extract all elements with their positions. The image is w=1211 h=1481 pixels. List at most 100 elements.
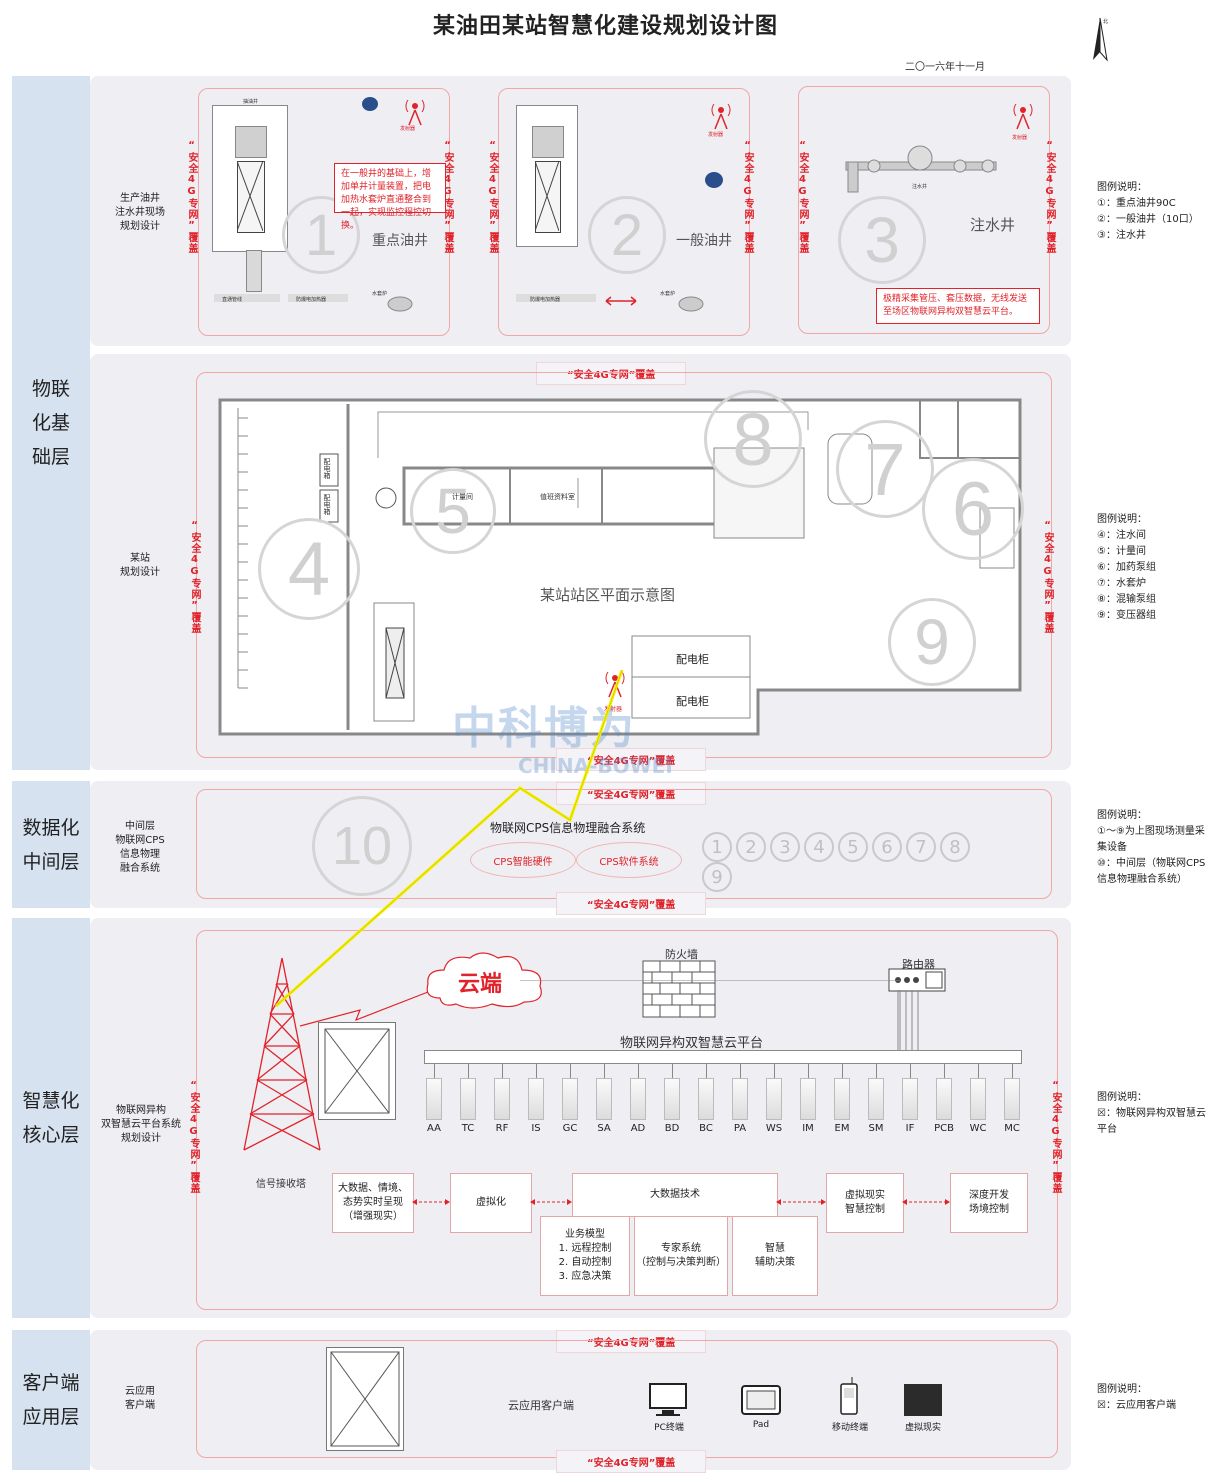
pipe-bar	[214, 294, 280, 302]
heater-bar	[288, 294, 348, 302]
flow-virtual: 虚拟化	[450, 1173, 532, 1233]
cloud-label: 云端	[458, 972, 503, 997]
cabinet-2: 配电柜	[676, 695, 709, 708]
transmitter-icon	[605, 671, 625, 698]
injection-well-label: 注水井	[912, 184, 928, 190]
tower-label: 信号接收塔	[256, 1179, 306, 1190]
well-1-note: 在一般井的基础上，增加单井计量装置，把电加热水套炉直通整合到一起，实现监控程控切…	[334, 163, 446, 231]
coverage-vertical: “安全4G专网”覆盖	[1042, 520, 1053, 634]
coverage-banner: “安全4G专网”覆盖	[556, 1330, 707, 1353]
wireless-link-bolt	[275, 670, 624, 1008]
coverage-vertical: “安全4G专网”覆盖	[797, 140, 808, 254]
layer-label-iot: 物联化基础层	[12, 76, 90, 770]
north-arrow-icon: 北	[1093, 17, 1108, 62]
coverage-banner: “安全4G专网”覆盖	[556, 782, 707, 805]
boiler-icon	[678, 296, 704, 312]
data-sublabel: 中间层 物联网CPS 信息物理 融合系统	[115, 821, 165, 874]
signal-tower-icon	[243, 957, 321, 1151]
room-metering: 计量间	[452, 493, 473, 501]
oil-well-label: 抽油井	[243, 99, 259, 105]
iot-top-sublabel: 生产油井 注水井现场 规划设计	[115, 193, 165, 232]
transmitter-label: 发射器	[1012, 135, 1028, 141]
firewall-label: 防火墙	[665, 948, 698, 961]
cloud-icon	[426, 952, 542, 1009]
coverage-vertical: “安全4G专网”覆盖	[188, 1080, 199, 1194]
legend-smart: 图例说明：☒：物联网异构双智慧云平台	[1097, 1092, 1206, 1135]
client-placeholder	[326, 1347, 404, 1451]
transmitter-icon	[405, 99, 425, 126]
pipe-label: 直通管线	[222, 297, 243, 303]
coverage-vertical: “安全4G专网”覆盖	[189, 520, 200, 634]
cps-hardware: CPS智能硬件	[470, 842, 576, 878]
well-3-note: 极精采集管压、套压数据，无线发送至场区物联网异构双智慧云平台。	[876, 288, 1040, 324]
watermark-cn: 中科博为	[452, 703, 636, 754]
well-pipe	[246, 250, 262, 292]
station-sublabel: 某站 规划设计	[120, 553, 160, 578]
room-pd2: 配电箱	[323, 494, 331, 515]
well-3-box	[798, 86, 1050, 334]
well-1-box	[198, 88, 450, 336]
num-3: 3	[838, 196, 926, 284]
flow-bigdata-view: 大数据、情境、 态势实时呈现 （增强现实）	[332, 1173, 414, 1233]
num-5: 5	[410, 468, 496, 554]
terminal-vr-label: 虚拟现实	[904, 1423, 941, 1433]
double-arrow-icon	[605, 296, 637, 306]
num-4: 4	[258, 518, 360, 620]
coverage-vertical: “安全4G专网”覆盖	[1044, 140, 1055, 254]
sensor-icon	[362, 97, 378, 111]
mobile-icon	[840, 1377, 858, 1415]
coverage-banner: “安全4G专网”覆盖	[556, 892, 707, 915]
coverage-vertical: “安全4G专网”覆盖	[742, 140, 753, 254]
transmitter-icon	[1013, 103, 1033, 130]
layer-label-smart: 智慧化核心层	[12, 918, 90, 1318]
well-2-name: 一般油井	[676, 233, 732, 249]
transmitter-icon	[711, 103, 731, 130]
injection-well-pipe	[845, 145, 997, 193]
heater-label: 防爆电加热器	[296, 297, 327, 303]
coverage-vertical: “安全4G专网”覆盖	[186, 140, 197, 254]
router-links	[899, 990, 919, 1050]
legend-client: 图例说明：☒：云应用客户端	[1097, 1384, 1176, 1411]
platform-title: 物联网异构双智慧云平台	[620, 1036, 764, 1051]
terminal-pad-label: Pad	[752, 1420, 770, 1430]
oil-well-diagram	[212, 105, 288, 252]
cabinet-1: 配电柜	[676, 653, 709, 666]
well-1-name: 重点油井	[372, 233, 428, 249]
coverage-vertical: “安全4G专网”覆盖	[1050, 1080, 1061, 1194]
layer-label-data: 数据化中间层	[12, 781, 90, 908]
num-10: 10	[312, 796, 412, 896]
page-title: 某油田某站智慧化建设规划设计图	[432, 14, 778, 39]
firewall-icon	[642, 960, 716, 1018]
flow-expert: 专家系统 （控制与决策判断）	[634, 1216, 728, 1296]
terminal-pc-label: PC终端	[654, 1423, 684, 1433]
boiler-label: 水套炉	[660, 291, 676, 297]
watermark-en: CHINA-BOWEI	[518, 754, 673, 778]
boiler-icon	[387, 296, 413, 312]
platform-bus	[424, 1050, 1022, 1064]
sensor-icon	[705, 172, 723, 188]
transmitter-label: 发射器	[604, 706, 623, 713]
network-lines	[520, 980, 900, 1050]
router-label: 路由器	[902, 958, 935, 971]
flow-smart-aid: 智慧 辅助决策	[732, 1216, 818, 1296]
cloud-platform-placeholder	[318, 1022, 396, 1120]
flow-vr-control: 虚拟现实 智慧控制	[826, 1173, 904, 1233]
flow-arrows	[412, 1199, 950, 1205]
cps-system-title: 物联网CPS信息物理融合系统	[490, 821, 646, 835]
num-1: 1	[282, 196, 360, 274]
num-8: 8	[704, 390, 802, 488]
terminal-mobile-label: 移动终端	[831, 1423, 868, 1433]
smart-box	[196, 930, 1058, 1310]
station-plan-title: 某站站区平面示意图	[540, 586, 676, 604]
wireless-link-bolt	[300, 991, 429, 1027]
room-pd1: 配电箱	[323, 458, 331, 479]
num-6: 6	[922, 458, 1024, 560]
client-title: 云应用客户端	[508, 1399, 574, 1412]
well-3-name: 注水井	[970, 216, 1016, 234]
vr-image-icon	[904, 1384, 942, 1416]
flow-bigdata-tech: 大数据技术	[572, 1173, 778, 1217]
